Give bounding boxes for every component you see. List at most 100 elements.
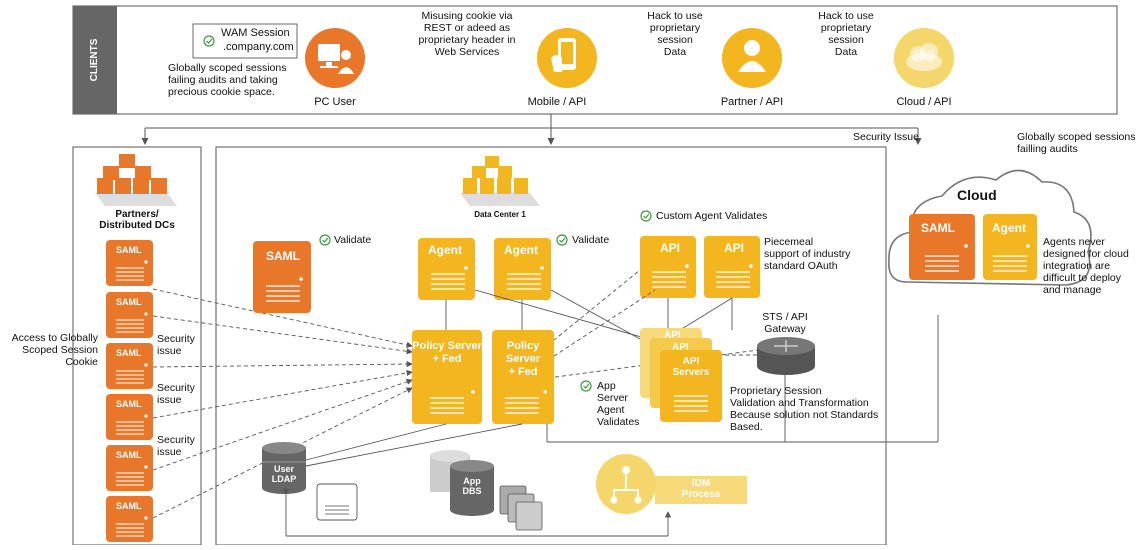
app-server-note: App Server Agent Validates (597, 380, 639, 428)
app-dbs-line1: App (463, 476, 481, 486)
note-line: STS / API (762, 311, 808, 323)
note-line: App (597, 380, 616, 392)
note-line: REST or adeed as (423, 22, 511, 34)
oauth-note: Piecemeal support of industry standard O… (764, 236, 850, 272)
note-line: integration are (1043, 260, 1111, 272)
client-connectors (141, 114, 922, 145)
agent-1-label: Agent (428, 243, 462, 257)
note-line: Access to Globally (11, 332, 98, 344)
partner-saml-label: SAML (116, 399, 142, 409)
note-line: Globally scoped sessions (168, 62, 287, 74)
partner-saml-label: SAML (116, 348, 142, 358)
partner-saml-box (106, 292, 153, 338)
app-dbs-label: App DBS (450, 476, 494, 496)
globally-scoped-note: Globally scoped sessions failing audits … (168, 62, 286, 98)
clients-sidebar (73, 6, 117, 114)
partners-label-line1: Partners/ (115, 209, 159, 220)
partner-saml-box (106, 343, 153, 389)
note-line: Based. (730, 421, 763, 433)
dc-solid-links (445, 289, 939, 443)
policy-line1: Policy Server (412, 340, 482, 352)
partner-dc-icon (95, 154, 177, 206)
dc-saml-box (253, 241, 311, 313)
note-line: session (657, 34, 693, 46)
note-line: support of industry (764, 248, 851, 260)
api-box-2 (704, 236, 760, 298)
agent-2-label: Agent (504, 243, 538, 257)
note-line: session (828, 34, 864, 46)
agent-check-icon (556, 234, 568, 246)
partner-saml-label: SAML (116, 245, 142, 255)
note-line: Piecemeal (764, 236, 814, 248)
partner-saml-label: SAML (116, 297, 142, 307)
ldap-links (282, 423, 672, 537)
cloud-client-label: Cloud / API (896, 96, 952, 108)
note-line: Data (834, 46, 858, 58)
note-line: Misusing cookie via (421, 10, 513, 22)
ldap-line1: User (273, 464, 294, 474)
note-line: Agent (597, 404, 625, 416)
sts-note: STS / API Gateway (750, 311, 820, 335)
cloud-security-issue: Security Issue (853, 131, 919, 143)
partner-icon (722, 28, 782, 88)
idm-line1: IDM (691, 478, 711, 489)
api-stack-back-label-1: API (664, 330, 681, 341)
proprietary-note: Proprietary Session Validation and Trans… (730, 385, 878, 433)
note-line: Scoped Session (22, 344, 98, 356)
cloud-client-icon (894, 28, 954, 88)
custom-agent-validates: Custom Agent Validates (656, 210, 768, 222)
cloud-client-note: Hack to use proprietary session Data (811, 10, 881, 58)
ldap-doc-icon (316, 483, 358, 521)
policy-server-1 (412, 330, 482, 424)
note-line: Cookie (65, 356, 98, 368)
agent-box-1 (418, 238, 475, 300)
pc-user-icon (305, 28, 365, 88)
api-2-label: API (724, 241, 745, 255)
note-line: Security (157, 434, 195, 446)
policy-server-1-label: Policy Server + Fed (412, 340, 482, 366)
note-line: Data (663, 46, 687, 58)
cloud-audit-note: Globally scoped sessions failling audits (1017, 131, 1135, 155)
security-issue-2: Security issue (157, 382, 195, 406)
mobile-note: Misusing cookie via REST or adeed as pro… (403, 10, 531, 58)
note-line: Hack to use (818, 10, 874, 22)
partner-saml-box (106, 496, 153, 542)
note-line: Web Services (434, 46, 500, 58)
note-line: Because solution not Standards (730, 409, 879, 421)
dc-saml-label: SAML (266, 249, 300, 263)
partner-saml-box (106, 445, 153, 491)
custom-agent-check-icon (640, 210, 652, 222)
mobile-icon (537, 28, 597, 88)
note-line: Globally scoped sessions (1017, 131, 1136, 143)
ldap-line2: LDAP (271, 474, 297, 484)
note-line: proprietary (820, 22, 872, 34)
note-line: Validates (597, 416, 640, 428)
note-line: Security (157, 382, 195, 394)
note-line: proprietary (649, 22, 701, 34)
api-1-label: API (660, 241, 681, 255)
wam-session-line1: WAM Session (221, 27, 290, 39)
agent-box-2 (494, 238, 551, 300)
partner-saml-stack (106, 240, 153, 542)
app-dbs-icon (430, 450, 543, 531)
note-line: Validation and Transformation (730, 397, 869, 409)
cloud-saml-label: SAML (921, 221, 955, 235)
cloud-icon-text: Cloud (914, 50, 934, 57)
note-line: Proprietary Session (730, 385, 822, 397)
cloud-agent-label: Agent (992, 221, 1026, 235)
api-stack-back-label-2: API (672, 342, 689, 353)
security-issue-3: Security issue (157, 434, 195, 458)
agent-validate: Validate (572, 234, 610, 246)
partners-label-line2: Distributed DCs (99, 220, 175, 231)
note-line: issue (157, 446, 182, 458)
note-line: precious cookie space. (168, 86, 275, 98)
api-servers-label: API Servers (660, 356, 722, 378)
note-line: issue (157, 394, 182, 406)
api-servers-line1: API (682, 356, 700, 367)
wam-check-icon (203, 35, 215, 47)
policy-line2: + Fed (508, 366, 538, 378)
note-line: Security (157, 333, 195, 345)
note-line: difficult to deploy (1043, 272, 1122, 284)
